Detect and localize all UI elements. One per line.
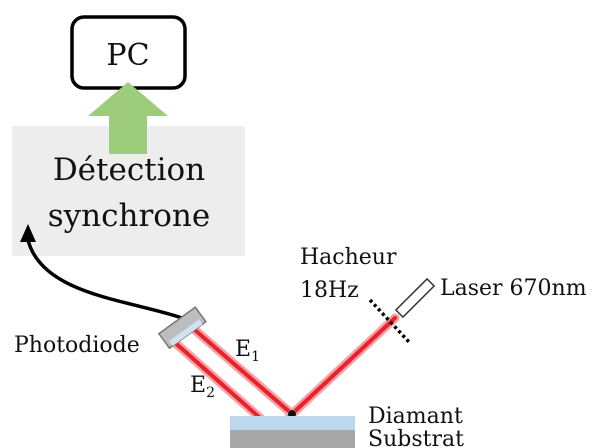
e1-label: E1: [235, 337, 260, 365]
e2-label-base: E: [190, 373, 206, 398]
e1-beam: [186, 322, 294, 416]
diamant-layer: [230, 416, 355, 430]
photodiode-icon: [157, 306, 207, 350]
pc-label: PC: [106, 38, 149, 73]
hacheur-label-line2: 18Hz: [300, 278, 359, 303]
e2-label-sub: 2: [206, 385, 215, 401]
laser-icon: [394, 277, 436, 319]
detection-label-line1: Détection: [53, 152, 205, 188]
e1-label-base: E: [235, 337, 251, 362]
e1-label-sub: 1: [251, 349, 260, 365]
incident-beam: [290, 316, 397, 416]
detection-label-line2: synchrone: [48, 198, 211, 234]
e2-label: E2: [190, 373, 215, 401]
photodiode-label: Photodiode: [14, 333, 140, 358]
diamant-label: Diamant: [368, 404, 463, 429]
substrat-label: Substrat: [368, 427, 464, 448]
laser-label: Laser 670nm: [440, 276, 587, 301]
signal-curve-arrow: [26, 239, 183, 320]
hacheur-label-line1: Hacheur: [300, 245, 397, 270]
substrat-layer: [230, 430, 355, 448]
signal-arrowhead-icon: [20, 224, 36, 242]
green-arrow-icon: [88, 82, 168, 154]
